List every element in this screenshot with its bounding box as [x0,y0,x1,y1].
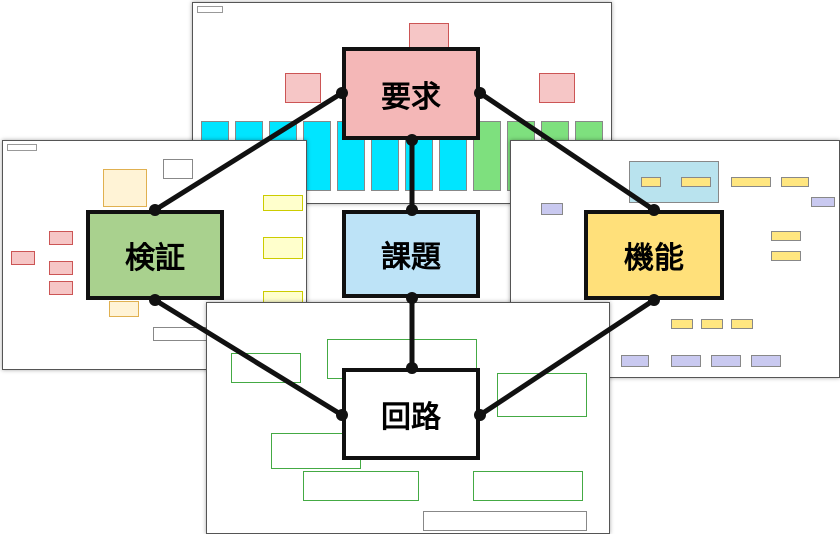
schematic-block [303,471,419,501]
req-box [539,73,575,103]
function-label: 機能 [624,241,684,276]
line-requirement-verification [152,90,345,213]
panel-header [7,144,37,151]
connector-dot [406,292,418,304]
connector-dot [336,87,348,99]
func-box [671,355,701,367]
req-box [49,231,73,245]
func-box [681,177,711,187]
func-box [711,355,741,367]
test-box [263,195,303,211]
issue-node: 課題 [342,210,480,298]
connector-dot [149,204,161,216]
requirement-node: 要求 [342,47,480,140]
verification-label: 検証 [125,241,185,276]
panel-header [197,6,223,13]
test-box [109,301,139,317]
req-box [11,251,35,265]
func-box [771,231,801,241]
test-box [163,159,193,179]
schematic-block [473,471,583,501]
line-function-circuit [477,297,657,418]
test-box [263,237,303,259]
connector-dot [149,294,161,306]
cyan-box [303,121,331,191]
func-box [771,251,801,261]
title-block [423,511,587,531]
line-verification-circuit [152,297,345,418]
requirement-label: 要求 [381,79,441,115]
circuit-node: 回路 [342,368,480,460]
func-box [541,203,563,215]
function-node: 機能 [584,210,724,300]
func-box [811,197,835,207]
connector-dot [474,409,486,421]
connector-dot [648,294,660,306]
test-box [103,169,147,207]
connector-dot [406,134,418,146]
func-box [751,355,781,367]
func-box [701,319,723,329]
issue-label: 課題 [381,240,441,275]
func-box [731,319,753,329]
func-box [641,177,661,187]
connector-dot [336,409,348,421]
func-box [671,319,693,329]
func-box [781,177,809,187]
connector-dot [406,204,418,216]
line-requirement-function [477,90,657,213]
connector-dot [406,362,418,374]
verification-node: 検証 [86,210,224,300]
func-box [731,177,771,187]
connector-dot [648,204,660,216]
req-box [49,261,73,275]
circuit-label: 回路 [381,400,441,435]
req-box [49,281,73,295]
req-box [285,73,321,103]
func-box [621,355,649,367]
connector-dot [474,87,486,99]
